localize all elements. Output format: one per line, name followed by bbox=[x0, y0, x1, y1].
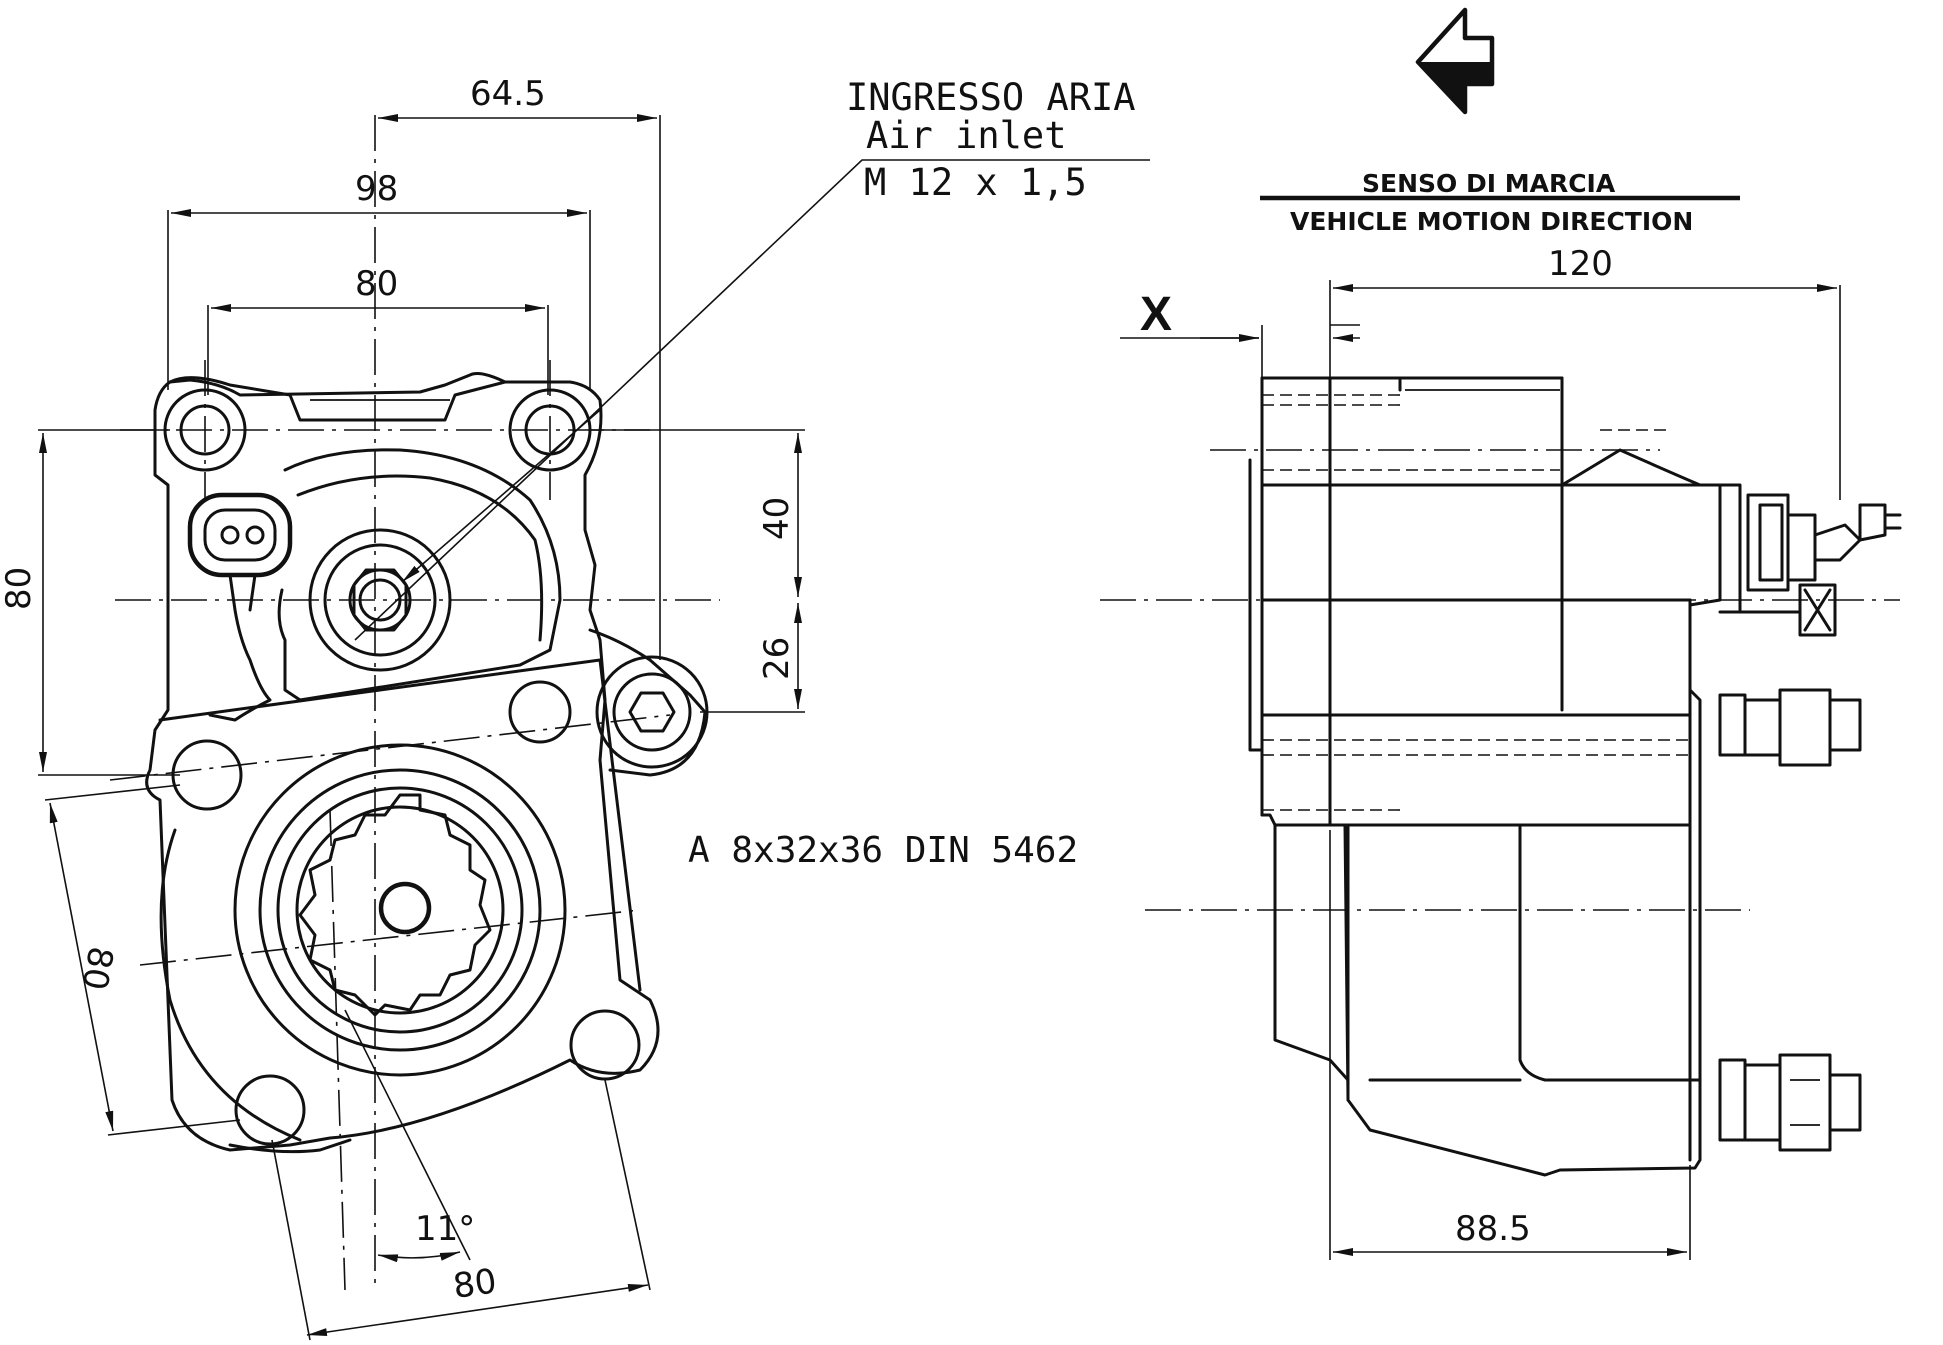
air-inlet-label-en: Air inlet bbox=[866, 114, 1066, 157]
motion-direction-arrow bbox=[1415, 7, 1495, 115]
front-view-dimensions bbox=[38, 114, 805, 1341]
dim-64-5: 64.5 bbox=[470, 74, 546, 114]
air-inlet-thread: M 12 x 1,5 bbox=[864, 161, 1087, 204]
switch-sensor bbox=[187, 492, 293, 722]
outer-boss bbox=[159, 828, 302, 1142]
dim-x: X bbox=[1140, 288, 1172, 341]
dim-80-top: 80 bbox=[355, 264, 398, 304]
side-bolt-upper bbox=[1718, 688, 1862, 767]
dim-88-5: 88.5 bbox=[1455, 1209, 1531, 1249]
upper-flange-outline bbox=[145, 372, 660, 1152]
bolt-hole-bottom-left bbox=[234, 1074, 306, 1146]
dim-80-bottom: 80 bbox=[451, 1261, 499, 1307]
side-view bbox=[1100, 7, 1902, 1177]
side-view-dimensions bbox=[1120, 280, 1841, 1260]
air-cylinder-body bbox=[277, 448, 562, 702]
air-inlet-label-it: INGRESSO ARIA bbox=[846, 76, 1136, 119]
vent-plug bbox=[595, 655, 709, 769]
dim-80-rotated: 80 bbox=[74, 943, 121, 993]
direction-label-it: SENSO DI MARCIA bbox=[1362, 169, 1616, 198]
dim-26: 26 bbox=[757, 637, 797, 680]
dim-11-degrees: 11° bbox=[415, 1209, 475, 1249]
air-inlet-leader bbox=[354, 159, 1150, 641]
lower-flange-outline bbox=[158, 658, 642, 992]
dim-80-left: 80 bbox=[0, 567, 39, 610]
bolt-hole-mid-right bbox=[508, 680, 572, 744]
spline-spec: A 8x32x36 DIN 5462 bbox=[688, 830, 1078, 871]
side-switch bbox=[1738, 583, 1837, 637]
dim-40: 40 bbox=[757, 497, 797, 540]
flange-top bbox=[168, 376, 507, 422]
lower-flange-bottom bbox=[228, 1138, 352, 1154]
dim-98: 98 bbox=[355, 169, 398, 209]
air-cylinder-inner bbox=[296, 474, 544, 642]
front-view bbox=[109, 115, 720, 1291]
bolt-hole-bottom-right bbox=[569, 1009, 641, 1081]
dim-120: 120 bbox=[1548, 244, 1613, 284]
side-bolt-lower bbox=[1718, 1053, 1862, 1152]
direction-label-en: VEHICLE MOTION DIRECTION bbox=[1290, 207, 1693, 236]
side-air-fitting bbox=[1746, 493, 1902, 592]
output-shaft bbox=[233, 743, 567, 1077]
bolt-hole-lower-left bbox=[171, 739, 243, 811]
